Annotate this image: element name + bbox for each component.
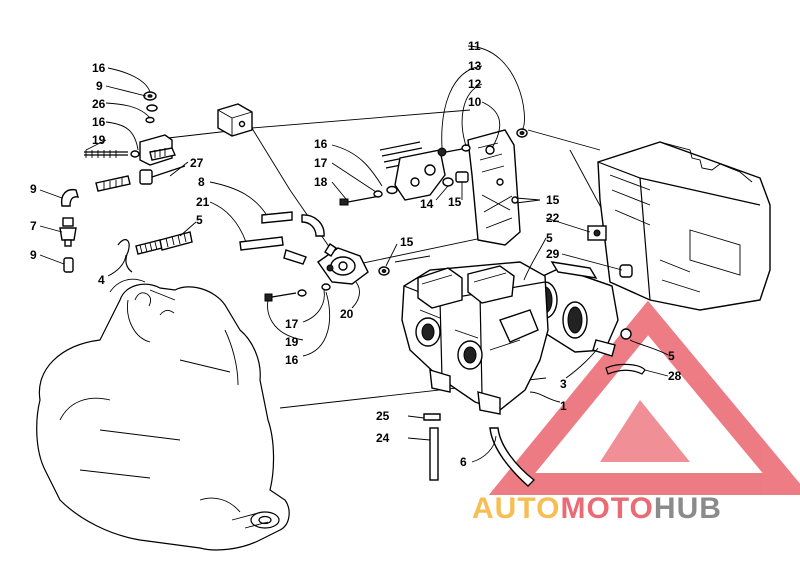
callout-6: 6 [460, 455, 467, 469]
callout-15c: 15 [546, 193, 560, 207]
callout-14: 14 [420, 197, 434, 211]
callout-4: 5 [196, 213, 203, 227]
mounting-plate [437, 128, 528, 246]
watermark-logo [488, 300, 800, 495]
callout-26: 24 [376, 431, 390, 445]
callout-11: 11 [468, 39, 481, 53]
throttle-bracket [339, 141, 446, 206]
watermark-text: AUTOMOTOHUB [472, 492, 722, 525]
callout-12: 12 [468, 77, 482, 91]
fuel-pump [317, 243, 369, 285]
choke-bracket [84, 134, 176, 166]
drain-pin [423, 413, 441, 481]
callout-8: 9 [96, 79, 103, 93]
leader-lines [39, 45, 669, 463]
callout-9b: 9 [30, 248, 37, 262]
callout-25: 27 [190, 156, 204, 170]
watermark-hub: HUB [654, 492, 722, 525]
callout-3: 4 [98, 273, 105, 287]
engine-block [36, 278, 290, 551]
callout-9c: 8 [198, 175, 205, 189]
hose-small [63, 257, 74, 273]
callout-18: 18 [314, 175, 328, 189]
callout-28: 28 [668, 369, 682, 383]
watermark-moto: MOTO [560, 492, 653, 525]
callout-17b: 17 [314, 156, 328, 170]
callout-17a: 17 [285, 317, 299, 331]
drain-hose [489, 427, 536, 487]
hose-upper-left [60, 175, 131, 207]
callout-29: 29 [546, 247, 560, 261]
pump-screws [264, 283, 331, 302]
callout-labels: 16 9 26 16 19 27 9 7 9 4 5 8 21 15 20 17… [30, 39, 682, 469]
callout-20: 20 [340, 307, 354, 321]
fitting-14 [442, 171, 469, 187]
callout-19b: 19 [285, 335, 299, 349]
fuel-hoses [239, 211, 325, 265]
callout-5b: 5 [668, 349, 675, 363]
junction-box [217, 103, 253, 137]
callout-2: 3 [560, 377, 567, 391]
callout-21: 21 [196, 195, 210, 209]
callout-15b: 15 [448, 195, 462, 209]
callout-19a: 19 [92, 133, 106, 147]
callout-16b: 16 [285, 353, 299, 367]
callout-27: 25 [376, 409, 390, 423]
callout-5a: 5 [546, 231, 553, 245]
vent-valve [59, 217, 77, 247]
callout-24: 16 [92, 61, 106, 75]
callout-16a: 16 [92, 115, 106, 129]
callout-15a: 15 [400, 235, 414, 249]
callout-10: 10 [468, 95, 482, 109]
callout-23: 26 [92, 97, 106, 111]
callout-1: 1 [560, 399, 567, 413]
callout-22: 22 [546, 211, 560, 225]
cable-end [139, 165, 186, 185]
watermark-auto: AUTO [472, 492, 560, 525]
air-silencer [587, 141, 771, 311]
callout-16c: 16 [314, 137, 328, 151]
washer-stack [143, 91, 158, 124]
throttle-springs [117, 231, 193, 273]
washer-15 [378, 266, 390, 276]
callout-13: 13 [468, 59, 482, 73]
callout-7: 7 [30, 219, 37, 233]
svg-text:AUTOMOTOHUB: AUTOMOTOHUB [472, 492, 722, 525]
carburetor-assembly [401, 261, 549, 415]
callout-9a: 9 [30, 182, 37, 196]
